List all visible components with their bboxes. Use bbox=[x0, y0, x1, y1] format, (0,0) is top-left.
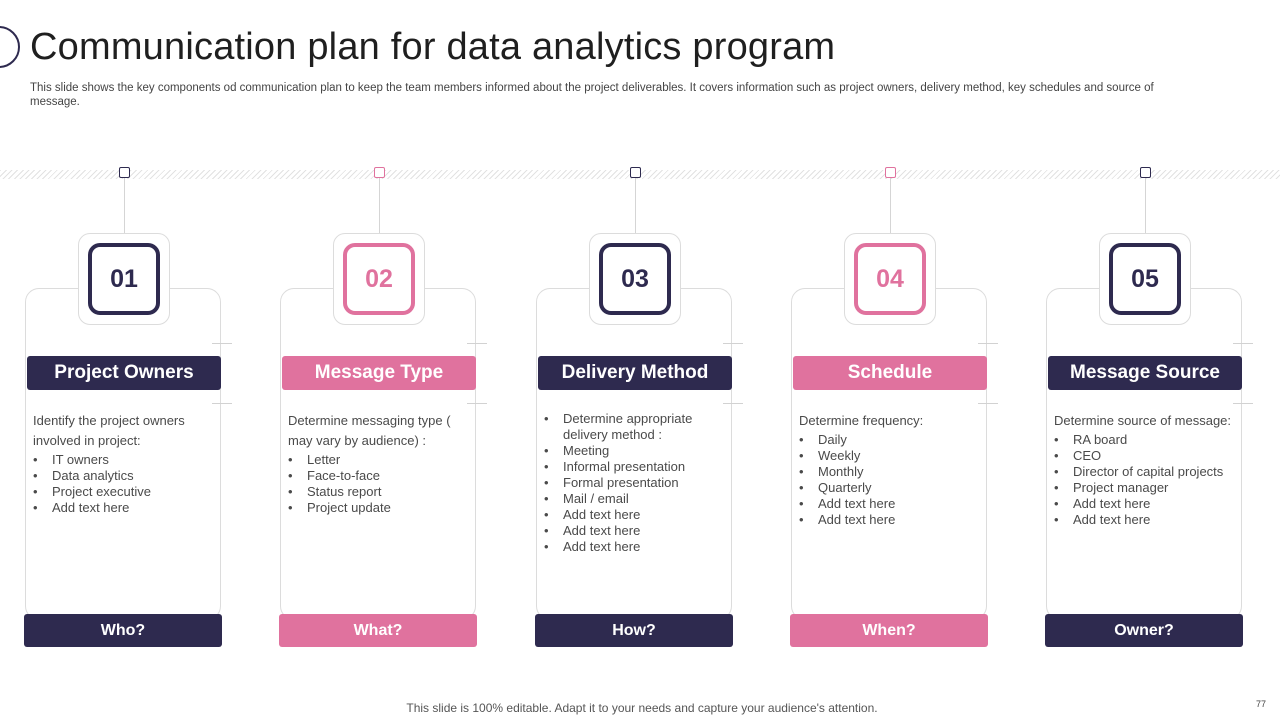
step-bullet-item: Add text here bbox=[1054, 512, 1234, 528]
connector-line bbox=[1145, 178, 1146, 235]
card-edge-tick bbox=[723, 343, 743, 344]
step-question: When? bbox=[790, 614, 988, 647]
step-bullet-item: IT owners bbox=[33, 452, 213, 468]
step-bullet-item: Formal presentation bbox=[544, 475, 724, 491]
step-bullet-item: Weekly bbox=[799, 448, 979, 464]
slide-title: Communication plan for data analytics pr… bbox=[30, 26, 836, 68]
timeline-pin-marker bbox=[374, 167, 385, 178]
connector-line bbox=[635, 178, 636, 235]
step-bullet-item: Project manager bbox=[1054, 480, 1234, 496]
footer-note: This slide is 100% editable. Adapt it to… bbox=[406, 701, 878, 715]
step-bullet-list: LetterFace-to-faceStatus reportProject u… bbox=[288, 452, 468, 516]
step-bullet-item: Add text here bbox=[799, 512, 979, 528]
timeline-pin-marker bbox=[119, 167, 130, 178]
step-body: Determine messaging type ( may vary by a… bbox=[288, 411, 468, 516]
step-header: Schedule bbox=[793, 356, 987, 390]
slide-subtitle: This slide shows the key components od c… bbox=[30, 82, 1154, 108]
step-bullet-item: Monthly bbox=[799, 464, 979, 480]
step-body: Determine source of message: RA boardCEOD… bbox=[1054, 411, 1234, 528]
timeline-pin-marker bbox=[1140, 167, 1151, 178]
step-body: Identify the project owners involved in … bbox=[33, 411, 213, 516]
step-header: Message Type bbox=[282, 356, 476, 390]
step-bullet-item: Letter bbox=[288, 452, 468, 468]
step-bullet-item: RA board bbox=[1054, 432, 1234, 448]
step-bullet-item: Mail / email bbox=[544, 491, 724, 507]
step-number: 03 bbox=[599, 243, 671, 315]
timeline-pin-marker bbox=[885, 167, 896, 178]
step-question: What? bbox=[279, 614, 477, 647]
step-bullet-list: IT ownersData analyticsProject executive… bbox=[33, 452, 213, 516]
step-bullet-list: DailyWeeklyMonthlyQuarterlyAdd text here… bbox=[799, 432, 979, 528]
step-bullet-item: Add text here bbox=[33, 500, 213, 516]
step-question: How? bbox=[535, 614, 733, 647]
card-edge-tick bbox=[1233, 403, 1253, 404]
card-edge-tick bbox=[212, 343, 232, 344]
step-bullet-item: Add text here bbox=[544, 523, 724, 539]
step-number: 05 bbox=[1109, 243, 1181, 315]
step-bullet-item: Meeting bbox=[544, 443, 724, 459]
step-bullet-item: Director of capital projects bbox=[1054, 464, 1234, 480]
step-body: Determine appropriate delivery method :M… bbox=[544, 411, 724, 555]
step-question: Owner? bbox=[1045, 614, 1243, 647]
corner-circle-decoration bbox=[0, 26, 20, 68]
timeline-pin-marker bbox=[630, 167, 641, 178]
card-edge-tick bbox=[978, 343, 998, 344]
card-edge-tick bbox=[723, 403, 743, 404]
step-intro: Determine source of message: bbox=[1054, 413, 1232, 428]
step-intro: Determine messaging type ( may vary by a… bbox=[288, 413, 451, 448]
step-body: Determine frequency: DailyWeeklyMonthlyQu… bbox=[799, 411, 979, 528]
step-header: Message Source bbox=[1048, 356, 1242, 390]
step-bullet-item: Status report bbox=[288, 484, 468, 500]
step-intro: Determine frequency: bbox=[799, 413, 924, 428]
step-question: Who? bbox=[24, 614, 222, 647]
step-bullet-item: Project executive bbox=[33, 484, 213, 500]
card-edge-tick bbox=[1233, 343, 1253, 344]
step-intro: Identify the project owners involved in … bbox=[33, 413, 185, 448]
step-bullet-item: CEO bbox=[1054, 448, 1234, 464]
step-number: 01 bbox=[88, 243, 160, 315]
step-bullet-item: Quarterly bbox=[799, 480, 979, 496]
connector-line bbox=[890, 178, 891, 235]
step-header: Delivery Method bbox=[538, 356, 732, 390]
step-bullet-item: Add text here bbox=[544, 539, 724, 555]
step-bullet-list: RA boardCEODirector of capital projectsP… bbox=[1054, 432, 1234, 528]
step-bullet-item: Face-to-face bbox=[288, 468, 468, 484]
step-bullet-item: Determine appropriate delivery method : bbox=[544, 411, 724, 443]
step-bullet-item: Daily bbox=[799, 432, 979, 448]
step-bullet-item: Informal presentation bbox=[544, 459, 724, 475]
card-edge-tick bbox=[467, 343, 487, 344]
step-number: 04 bbox=[854, 243, 926, 315]
step-bullet-item: Data analytics bbox=[33, 468, 213, 484]
step-bullet-item: Project update bbox=[288, 500, 468, 516]
step-bullet-item: Add text here bbox=[1054, 496, 1234, 512]
step-bullet-list: Determine appropriate delivery method :M… bbox=[544, 411, 724, 555]
card-edge-tick bbox=[978, 403, 998, 404]
step-header: Project Owners bbox=[27, 356, 221, 390]
card-edge-tick bbox=[467, 403, 487, 404]
connector-line bbox=[124, 178, 125, 235]
card-edge-tick bbox=[212, 403, 232, 404]
step-bullet-item: Add text here bbox=[799, 496, 979, 512]
step-number: 02 bbox=[343, 243, 415, 315]
step-bullet-item: Add text here bbox=[544, 507, 724, 523]
connector-line bbox=[379, 178, 380, 235]
page-number: 77 bbox=[1256, 699, 1267, 709]
